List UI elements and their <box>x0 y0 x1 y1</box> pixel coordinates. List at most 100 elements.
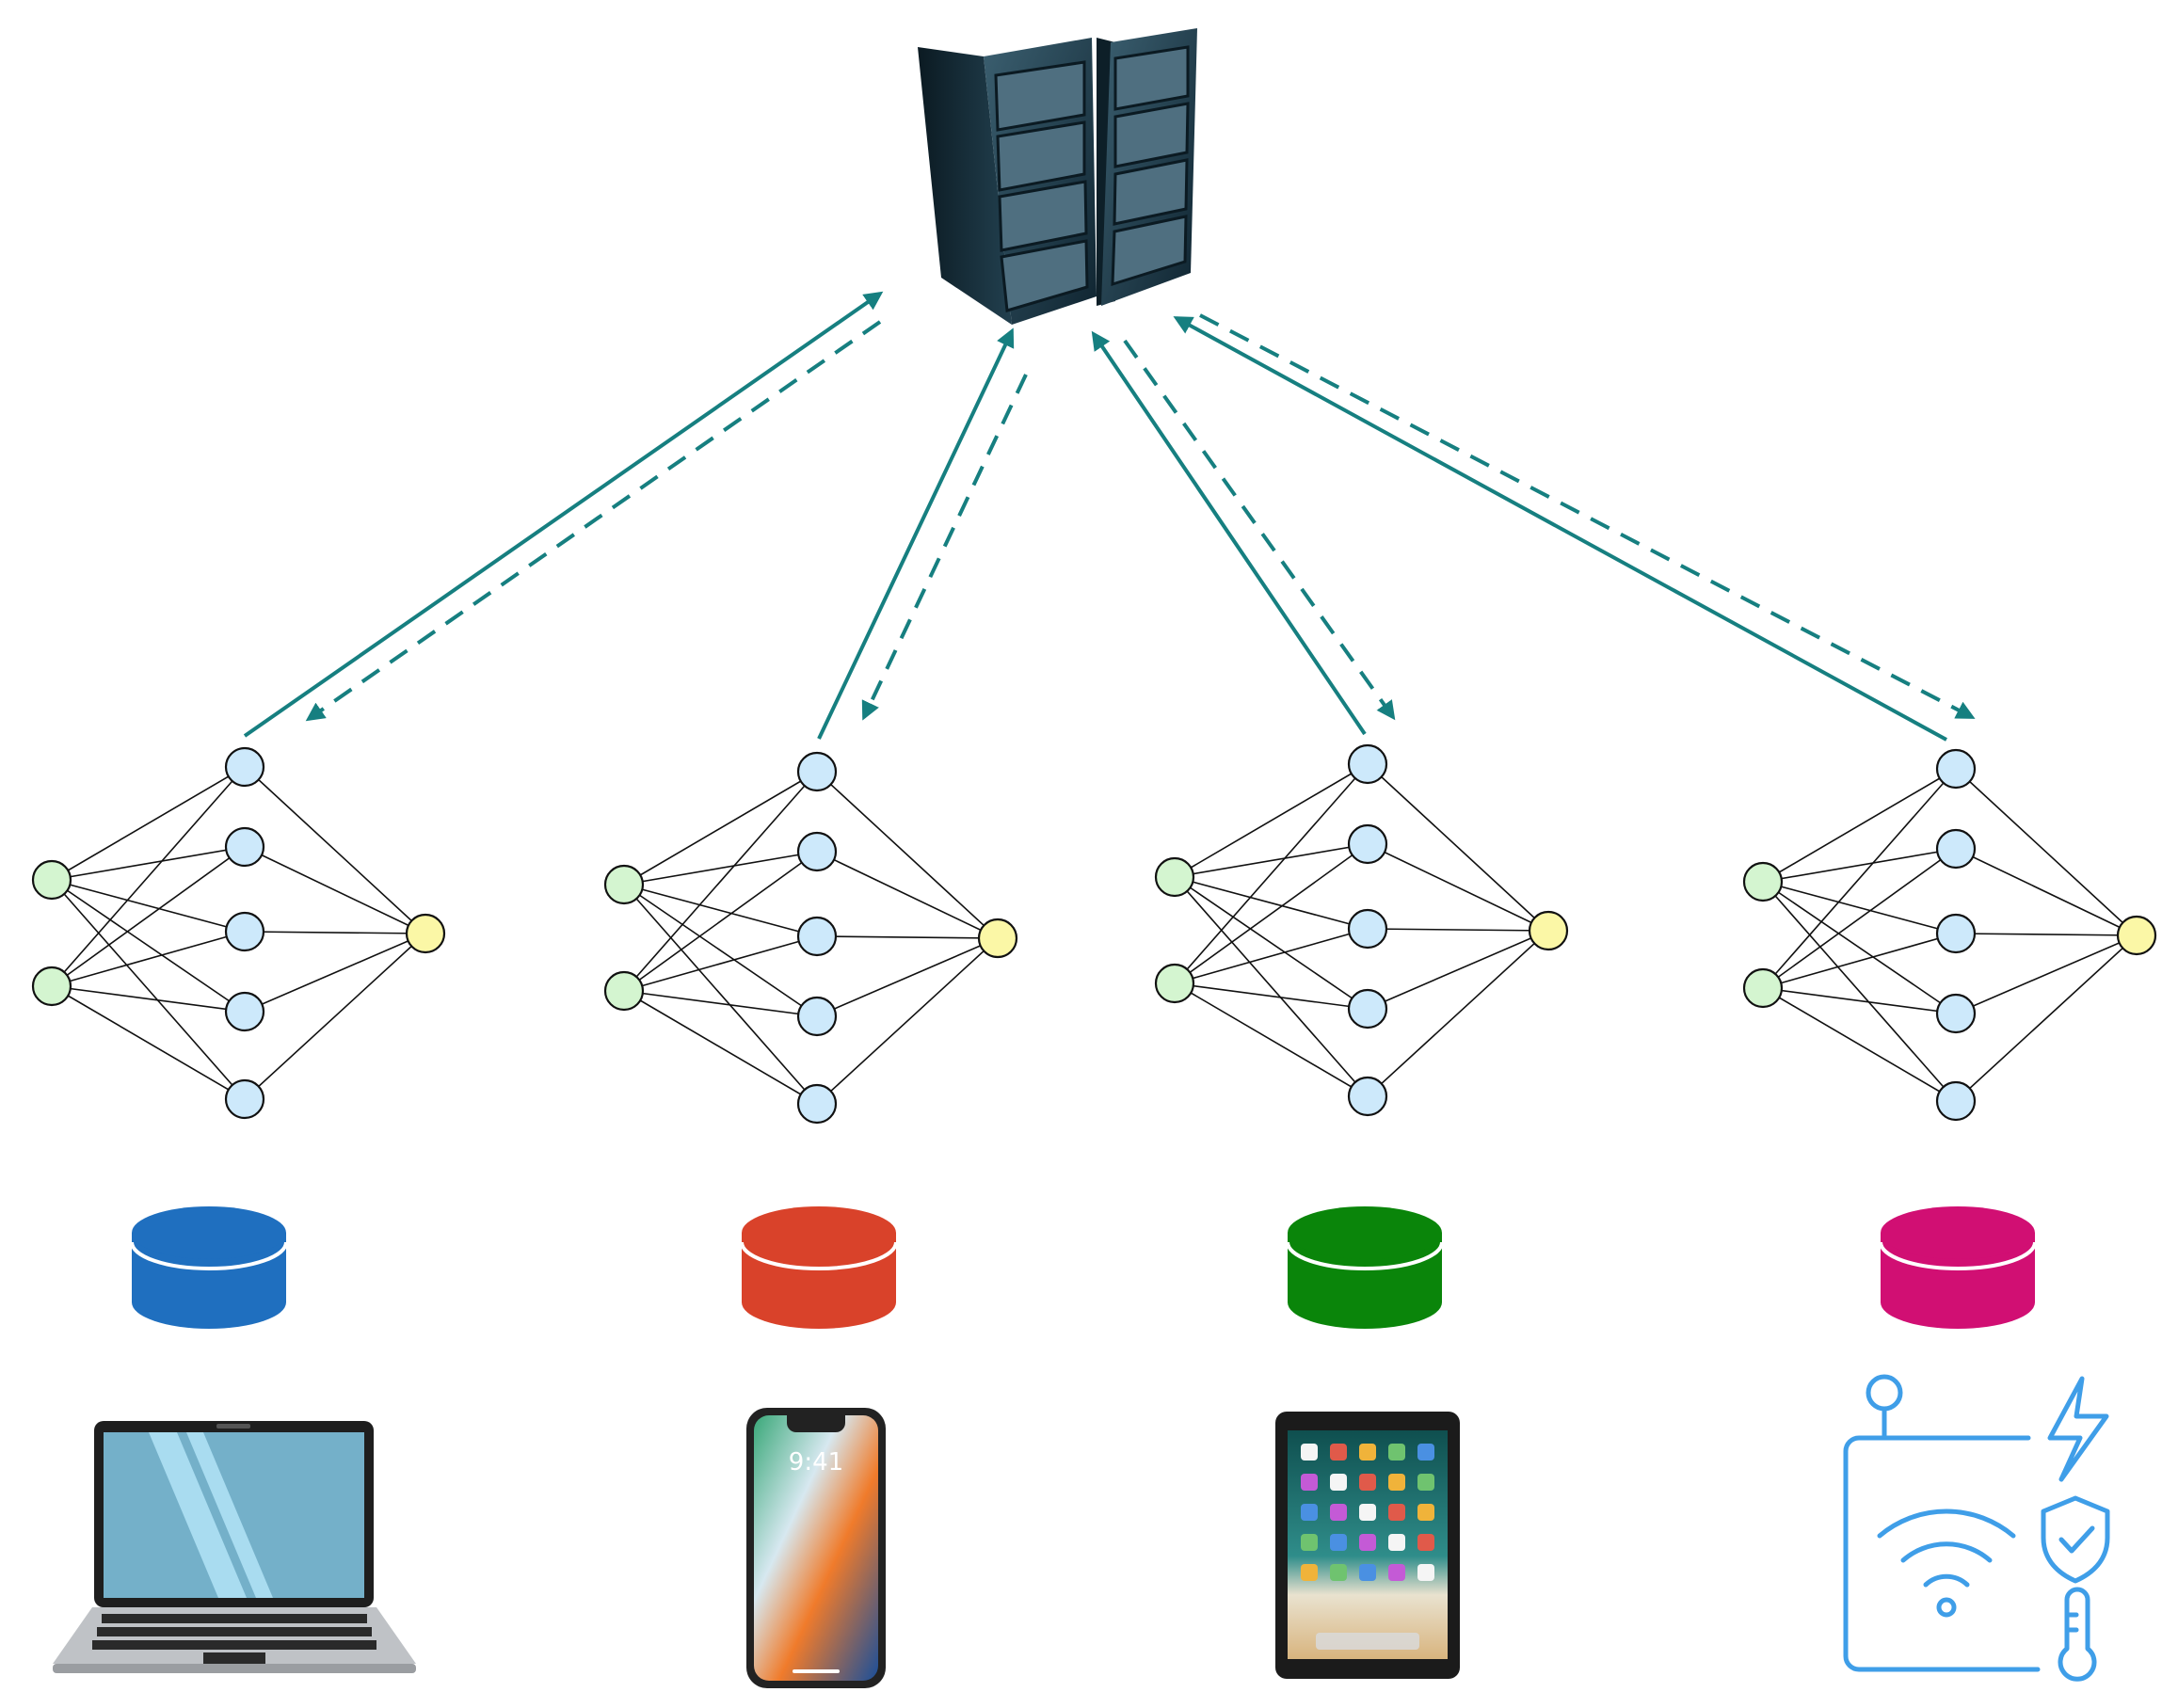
nn-edge <box>51 766 246 987</box>
nn-edge <box>1367 930 1549 1010</box>
wifi-icon-arc-middle <box>1900 1541 1993 1563</box>
nn-edge <box>1955 934 2138 1102</box>
upload-link-phone <box>817 327 1015 740</box>
phone-notch <box>787 1415 845 1432</box>
wifi-icon-dot <box>1936 1597 1957 1618</box>
database-icon-iot <box>1879 1206 2037 1329</box>
tablet-app-icon <box>1417 1534 1434 1551</box>
nn-edge <box>816 937 999 1017</box>
laptop-screen-glare-2 <box>186 1432 273 1598</box>
neural-network-phone <box>603 751 1018 1125</box>
nn-edge <box>1367 930 1549 1097</box>
nn-edge <box>1762 881 1957 1102</box>
communication-links <box>243 291 1976 742</box>
nn-edge <box>1174 843 1369 984</box>
nn-edge <box>244 933 426 1100</box>
download-link-laptop <box>305 320 882 722</box>
iot-device-icon <box>1843 1374 2110 1682</box>
database-icon-tablet <box>1286 1206 1444 1329</box>
nn-edge <box>623 990 818 1017</box>
nn-edge <box>1955 934 2138 1014</box>
nn-output-node <box>977 918 1018 959</box>
nn-hidden-node <box>1935 993 1977 1034</box>
laptop-base-lip <box>53 1664 416 1673</box>
nn-edge <box>623 935 818 992</box>
tablet-app-icon <box>1359 1444 1376 1461</box>
nn-edge <box>1955 848 2138 936</box>
phone-home-bar <box>793 1669 840 1673</box>
neural-network-tablet <box>1154 743 1569 1117</box>
database-body <box>1881 1233 2035 1329</box>
nn-hidden-node <box>224 911 265 952</box>
database-top <box>742 1206 896 1259</box>
nn-edge <box>51 846 246 987</box>
upload-link-iot <box>1173 316 1947 742</box>
nn-edge <box>1367 843 1549 932</box>
tablet-app-icon <box>1301 1444 1318 1461</box>
server-bays-right <box>1111 45 1190 287</box>
tablet-app-icon <box>1301 1564 1318 1581</box>
nn-edge <box>1762 768 1957 989</box>
tablet-app-icon <box>1359 1534 1376 1551</box>
local-datasets <box>130 1206 2037 1329</box>
phone-clock: 9:41 <box>789 1448 843 1477</box>
nn-edge <box>244 933 426 1013</box>
iot-board-outline <box>1843 1435 2041 1672</box>
tablet-app-icon <box>1301 1474 1318 1491</box>
nn-edge <box>1174 876 1369 1097</box>
nn-edge <box>1762 848 1957 989</box>
laptop-screen-glare-1 <box>149 1432 247 1598</box>
nn-edge <box>1762 987 1957 1102</box>
nn-edge <box>1367 928 1549 932</box>
tablet-app-icon <box>1388 1444 1405 1461</box>
nn-edge <box>51 766 246 881</box>
nn-edge <box>623 771 818 992</box>
tablet-app-icon <box>1417 1564 1434 1581</box>
tablet-app-icon <box>1359 1474 1376 1491</box>
tablet-app-icon <box>1359 1504 1376 1521</box>
database-icon-laptop <box>130 1206 288 1329</box>
nn-hidden-node <box>1347 743 1388 785</box>
tablet-app-icon <box>1388 1534 1405 1551</box>
nn-edge <box>623 771 818 886</box>
shield-checkmark <box>2058 1525 2095 1554</box>
thermometer-icon <box>2058 1587 2097 1682</box>
nn-hidden-node <box>1347 908 1388 950</box>
wifi-icon-arc-inner <box>1923 1573 1970 1588</box>
database-ring <box>740 1241 898 1270</box>
laptop-keyboard <box>92 1614 376 1650</box>
nn-hidden-node <box>224 746 265 788</box>
nn-output-node <box>2116 915 2157 956</box>
wifi-icon-arc-outer <box>1877 1508 2016 1539</box>
nn-edge <box>816 937 999 1105</box>
nn-edge <box>1174 982 1369 1010</box>
database-body <box>1288 1233 1442 1329</box>
nn-hidden-node <box>796 996 838 1037</box>
nn-hidden-node <box>224 1078 265 1120</box>
nn-edge <box>1955 933 2138 936</box>
nn-edge <box>1762 881 1957 1014</box>
nn-edge <box>1367 763 1549 932</box>
nn-edge <box>1762 987 1957 1014</box>
download-link-tablet <box>1123 339 1396 721</box>
nn-edge <box>1174 876 1369 1010</box>
tablet-app-icon <box>1330 1504 1347 1521</box>
nn-hidden-node <box>224 991 265 1032</box>
nn-edge <box>51 879 246 1013</box>
nn-edge <box>623 884 818 1017</box>
tablet-app-icon <box>1301 1504 1318 1521</box>
nn-hidden-node <box>1935 1080 1977 1122</box>
nn-hidden-node <box>796 1083 838 1125</box>
nn-edge <box>1762 848 1957 883</box>
nn-edge <box>816 771 999 939</box>
nn-input-node <box>603 970 645 1012</box>
nn-edge <box>1174 843 1369 878</box>
nn-edge <box>1762 881 1957 934</box>
download-link-iot <box>1199 313 1976 719</box>
nn-edge <box>623 884 818 1105</box>
nn-edge <box>244 931 426 934</box>
nn-edge <box>623 851 818 886</box>
local-models <box>31 743 2157 1125</box>
nn-hidden-node <box>224 826 265 868</box>
